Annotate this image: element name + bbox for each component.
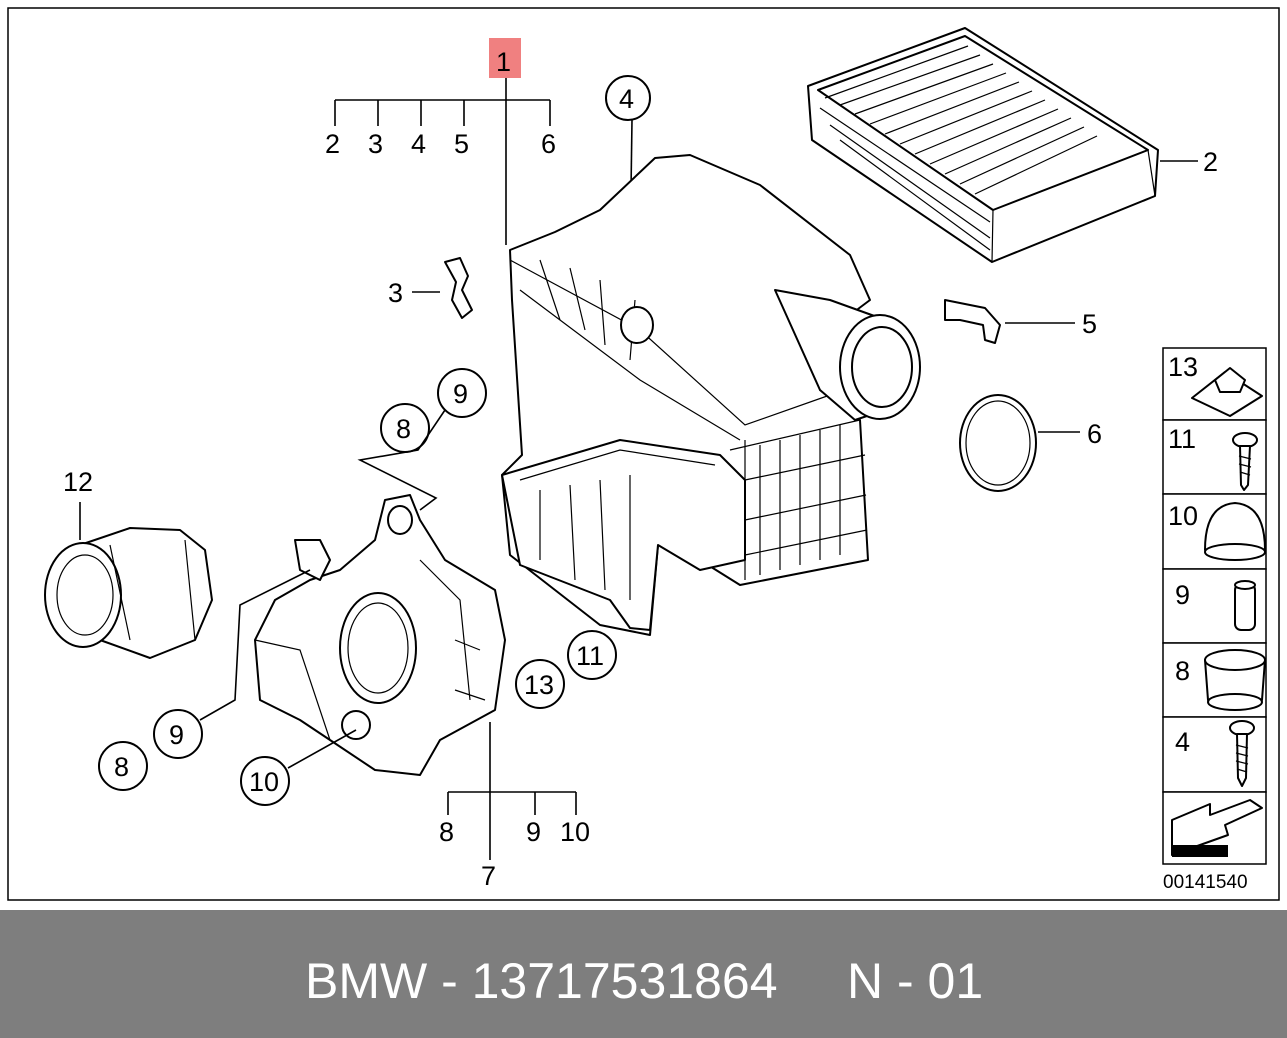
callout-9c[interactable]: 9 bbox=[526, 817, 541, 847]
seal-ring-6[interactable] bbox=[959, 394, 1037, 492]
legend-label-13: 13 bbox=[1168, 352, 1198, 382]
direction-arrow-icon bbox=[1171, 799, 1263, 857]
air-filter-element[interactable] bbox=[807, 27, 1159, 263]
part-1-highlight[interactable] bbox=[489, 38, 521, 78]
legend-label-10: 10 bbox=[1168, 501, 1198, 531]
callout-8a[interactable]: 8 bbox=[396, 414, 411, 444]
screw-icon bbox=[1232, 432, 1258, 491]
sleeve-icon bbox=[1234, 580, 1256, 631]
callout-11-circle[interactable] bbox=[567, 630, 617, 680]
callout-9a[interactable]: 9 bbox=[453, 379, 468, 409]
housing-bracket-7[interactable] bbox=[254, 494, 506, 776]
callout-4-group[interactable]: 4 bbox=[411, 129, 426, 159]
callout-1[interactable]: 1 bbox=[496, 47, 511, 77]
callout-2-group[interactable]: 2 bbox=[325, 129, 340, 159]
callout-3-group[interactable]: 3 bbox=[368, 129, 383, 159]
brand-part-number: BMW - 13717531864 bbox=[305, 953, 778, 1009]
callout-7[interactable]: 7 bbox=[481, 861, 496, 891]
callout-9b[interactable]: 9 bbox=[169, 720, 184, 750]
clip-5[interactable] bbox=[944, 299, 1001, 344]
callout-8b-circle[interactable] bbox=[98, 741, 148, 791]
callout-13-circle[interactable] bbox=[515, 659, 565, 709]
legend-label-11: 11 bbox=[1168, 424, 1196, 454]
callout-2[interactable]: 2 bbox=[1203, 147, 1218, 177]
callout-3[interactable]: 3 bbox=[388, 278, 403, 308]
clip-3[interactable] bbox=[444, 257, 473, 319]
callout-10a[interactable]: 10 bbox=[249, 767, 279, 797]
parts-diagram: 1 2 3 4 5 6 2 4 3 5 bbox=[7, 7, 1280, 901]
callout-8c[interactable]: 8 bbox=[439, 817, 454, 847]
callout-4[interactable]: 4 bbox=[619, 84, 634, 114]
diagram-id: 00141540 bbox=[1163, 872, 1248, 893]
callout-5[interactable]: 5 bbox=[1082, 309, 1097, 339]
callout-8b[interactable]: 8 bbox=[114, 752, 129, 782]
footer-bar: BMW - 13717531864 N - 01 bbox=[0, 910, 1287, 1038]
screw-icon bbox=[1229, 720, 1255, 787]
nut-icon bbox=[1191, 367, 1263, 417]
callout-4-circle[interactable] bbox=[605, 75, 651, 121]
legend-label-9: 9 bbox=[1175, 580, 1190, 610]
callout-6-group[interactable]: 6 bbox=[541, 129, 556, 159]
callout-9b-circle[interactable] bbox=[153, 709, 203, 759]
cap-icon bbox=[1204, 502, 1266, 561]
legend-label-8: 8 bbox=[1175, 656, 1190, 686]
diagram-reference: N - 01 bbox=[847, 953, 984, 1009]
callout-6[interactable]: 6 bbox=[1087, 419, 1102, 449]
air-cleaner-housing[interactable] bbox=[501, 154, 921, 636]
legend-label-4: 4 bbox=[1175, 727, 1190, 757]
diagram-frame bbox=[7, 7, 1280, 901]
callout-11[interactable]: 11 bbox=[576, 641, 604, 671]
grommet-icon bbox=[1204, 649, 1266, 711]
callout-12[interactable]: 12 bbox=[63, 467, 93, 497]
callout-13[interactable]: 13 bbox=[524, 670, 554, 700]
intake-duct-12[interactable] bbox=[44, 527, 213, 659]
callout-9a-circle[interactable] bbox=[437, 368, 487, 418]
parts-legend: 13 11 10 9 8 4 bbox=[1162, 347, 1267, 865]
callout-10a-circle[interactable] bbox=[240, 756, 290, 806]
callout-5-group[interactable]: 5 bbox=[454, 129, 469, 159]
callout-10b[interactable]: 10 bbox=[560, 817, 590, 847]
